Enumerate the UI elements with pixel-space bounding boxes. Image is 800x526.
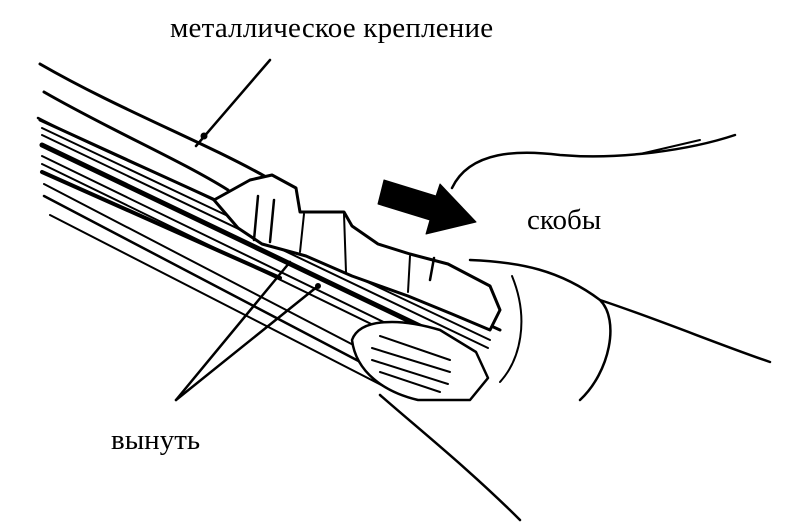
leader-lines (174, 58, 321, 402)
thumb (350, 320, 522, 522)
label-clips: скобы (527, 204, 602, 236)
label-metal-mount: металлическое крепление (170, 12, 494, 44)
arrow-right-down-icon (377, 179, 477, 235)
hand (450, 133, 772, 402)
metal-mount (212, 173, 502, 332)
label-remove: вынуть (111, 424, 201, 456)
